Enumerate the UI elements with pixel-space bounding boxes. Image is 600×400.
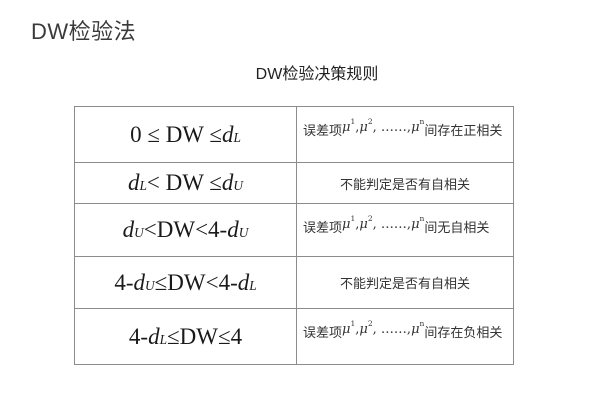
table-caption: DW检验决策规则 — [255, 66, 379, 83]
conclusion-cell: 不能判定是否有自相关 — [296, 163, 513, 203]
page-title: DW检验法 — [31, 19, 137, 44]
conclusion-cell: 不能判定是否有自相关 — [296, 257, 513, 308]
